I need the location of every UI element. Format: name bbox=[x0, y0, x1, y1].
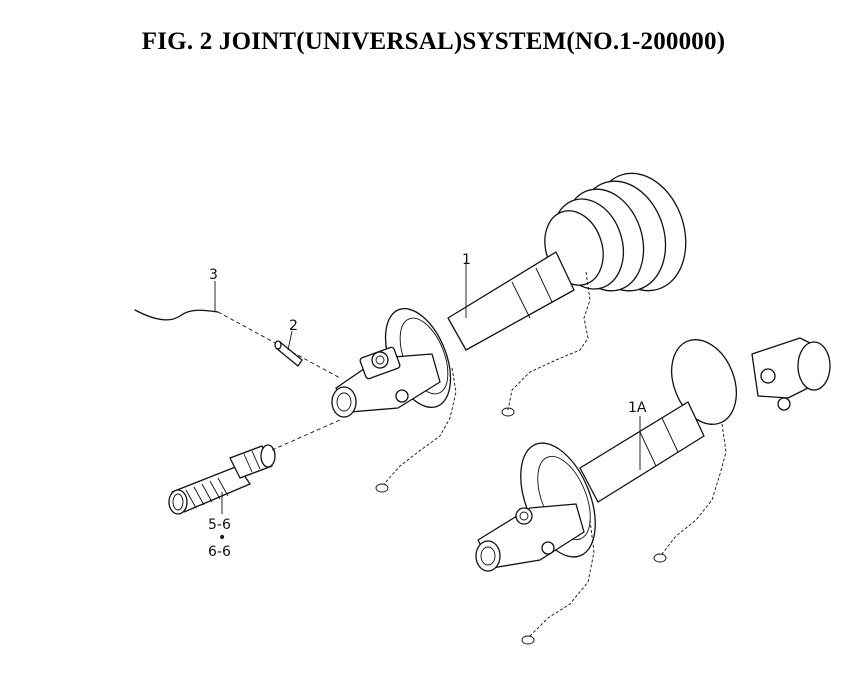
callout-part-5-6: 5-6 bbox=[208, 517, 231, 533]
part-1a-universal-joint bbox=[475, 337, 831, 645]
part-5-6-splined-shaft bbox=[168, 419, 341, 515]
callout-part-2: 2 bbox=[289, 318, 298, 334]
callout-part-3: 3 bbox=[209, 267, 218, 283]
callout-part-1a: 1A bbox=[628, 400, 647, 416]
figure-title: FIG. 2 JOINT(UNIVERSAL)SYSTEM(NO.1-20000… bbox=[141, 28, 726, 55]
part-2-pin bbox=[274, 330, 303, 367]
callout-separator: • bbox=[218, 530, 226, 546]
callout-part-6-6: 6-6 bbox=[208, 544, 231, 560]
callout-part-1: 1 bbox=[462, 252, 471, 268]
part-1-universal-joint bbox=[331, 172, 687, 493]
part-1-bellows-guard bbox=[544, 172, 687, 292]
part-3-wire bbox=[134, 281, 341, 379]
